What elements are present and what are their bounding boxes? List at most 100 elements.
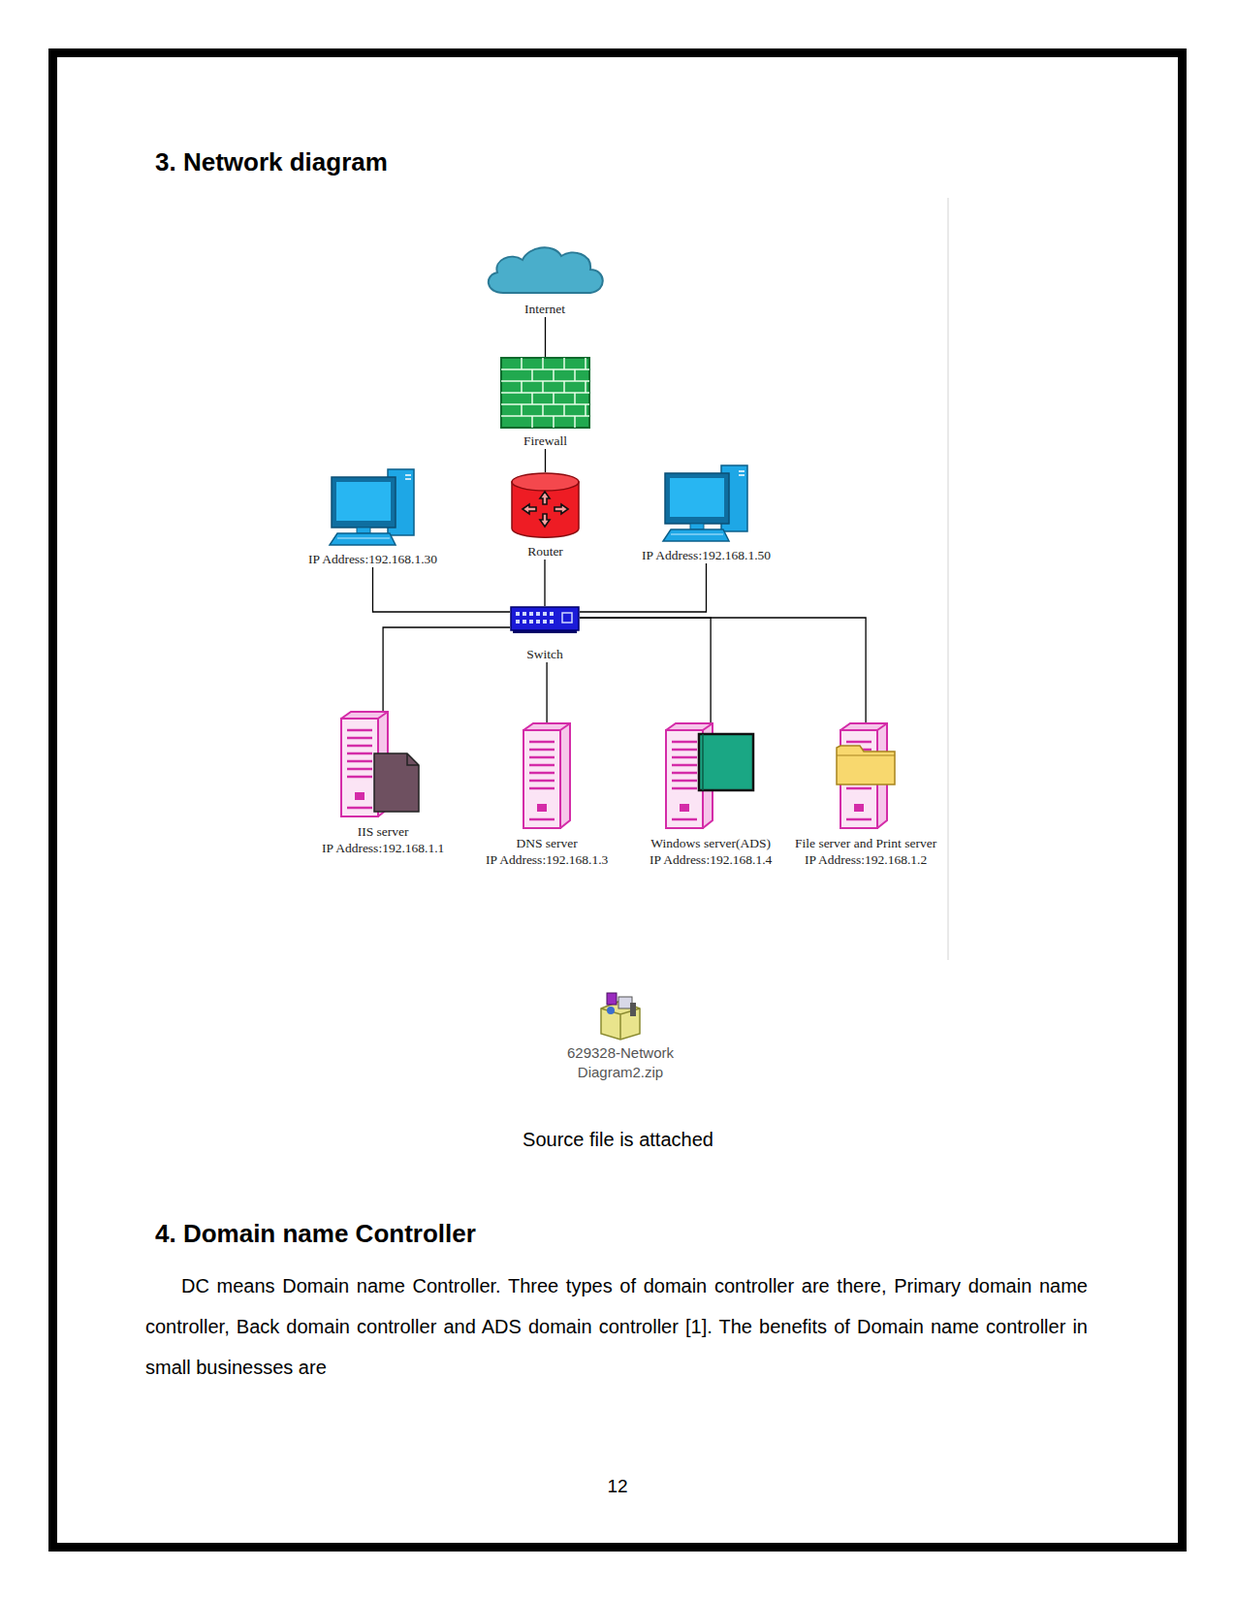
icon-part xyxy=(671,818,698,822)
server-node: Windows server(ADS)IP Address:192.168.1.… xyxy=(649,722,772,868)
network-link xyxy=(544,448,546,473)
icon-part xyxy=(407,753,419,765)
icon-part xyxy=(542,611,547,616)
icon-holder xyxy=(649,722,772,829)
icon-part xyxy=(877,723,888,730)
network-link xyxy=(579,617,711,723)
icon-part xyxy=(501,368,590,371)
icon-part xyxy=(541,380,544,393)
icon-part xyxy=(522,619,527,624)
icon-part xyxy=(671,779,698,783)
node-title: Windows server(ADS) xyxy=(649,834,772,852)
node-label: Internet xyxy=(481,300,608,317)
icon-holder xyxy=(500,356,591,429)
cloud-node: Internet xyxy=(481,240,608,317)
icon-holder xyxy=(321,710,444,818)
icon-part xyxy=(354,792,365,800)
icon-holder xyxy=(481,240,608,297)
icon-part xyxy=(520,380,523,393)
icon-part xyxy=(690,523,704,530)
icon-part xyxy=(347,736,373,740)
icon-part xyxy=(356,527,371,534)
icon-part xyxy=(738,474,745,476)
icon-part xyxy=(671,771,698,775)
node-title: IIS server xyxy=(321,823,444,840)
icon-part xyxy=(846,740,872,744)
router-icon xyxy=(510,472,580,539)
node-label: IP Address:192.168.1.2 xyxy=(794,851,937,868)
icon-part xyxy=(529,787,555,791)
computer-icon xyxy=(661,463,753,543)
network-link xyxy=(545,662,547,723)
node-label: IP Address:192.168.1.30 xyxy=(308,550,438,568)
icon-part xyxy=(531,415,534,428)
icon-part xyxy=(562,612,572,623)
network-link xyxy=(579,617,866,723)
network-link xyxy=(579,563,707,612)
icon-part xyxy=(698,733,754,791)
computer-node: IP Address:192.168.1.50 xyxy=(641,463,771,564)
icon-part xyxy=(665,473,729,524)
icon-part xyxy=(671,756,698,760)
server-icon xyxy=(664,722,758,829)
icon-part xyxy=(531,369,534,381)
icon-part xyxy=(523,729,561,828)
icon-part xyxy=(573,392,576,405)
icon-holder xyxy=(794,722,937,829)
node-label: IP Address:192.168.1.1 xyxy=(321,839,444,856)
icon-part xyxy=(606,992,617,1005)
icon-holder xyxy=(509,605,580,634)
icon-part xyxy=(529,611,534,616)
zip-icon xyxy=(601,992,640,1040)
icon-part xyxy=(347,728,373,732)
icon-part xyxy=(552,415,555,428)
icon-part xyxy=(552,369,555,381)
icon-part xyxy=(549,611,554,616)
network-link xyxy=(544,316,546,357)
icon-part xyxy=(836,755,895,757)
icon-part xyxy=(501,391,590,394)
icon-part xyxy=(563,357,566,370)
icon-part xyxy=(531,392,534,405)
node-label: Router xyxy=(510,542,580,560)
computer-node: IP Address:192.168.1.30 xyxy=(308,467,438,568)
icon-part xyxy=(329,533,396,545)
icon-part xyxy=(529,756,555,760)
router-node: Router xyxy=(510,472,580,560)
icon-part xyxy=(573,415,576,428)
server-icon xyxy=(834,722,897,829)
file-name: 629328-Network Diagram2.zip xyxy=(552,1043,689,1082)
icon-part xyxy=(488,247,603,293)
icon-part xyxy=(347,806,373,810)
icon-part xyxy=(573,369,576,381)
icon-part xyxy=(702,723,713,730)
server-icon xyxy=(339,710,427,818)
icon-part xyxy=(515,611,520,616)
icon-part xyxy=(846,818,872,822)
node-title: DNS server xyxy=(485,834,608,852)
icon-part xyxy=(536,611,540,616)
icon-part xyxy=(529,740,555,744)
icon-part xyxy=(347,767,373,771)
icon-part xyxy=(511,473,579,491)
icon-part xyxy=(584,404,587,416)
icon-part xyxy=(560,723,571,730)
icon-part xyxy=(563,404,566,416)
cloud-icon xyxy=(481,240,608,297)
server-icon xyxy=(521,722,572,829)
icon-holder xyxy=(485,722,608,829)
computer-icon xyxy=(327,467,419,547)
icon-part xyxy=(347,775,373,779)
page-number: 12 xyxy=(569,1475,666,1497)
switch-icon xyxy=(509,605,580,634)
icon-part xyxy=(542,619,547,624)
icon-part xyxy=(512,630,577,634)
icon-part xyxy=(539,491,550,505)
caption-note: Source file is attached xyxy=(387,1128,849,1151)
icon-part xyxy=(539,513,550,527)
section-heading: 3. Network diagram xyxy=(155,147,388,178)
icon-part xyxy=(671,787,698,791)
icon-part xyxy=(663,529,729,541)
network-link xyxy=(382,627,510,711)
icon-part xyxy=(669,477,725,517)
